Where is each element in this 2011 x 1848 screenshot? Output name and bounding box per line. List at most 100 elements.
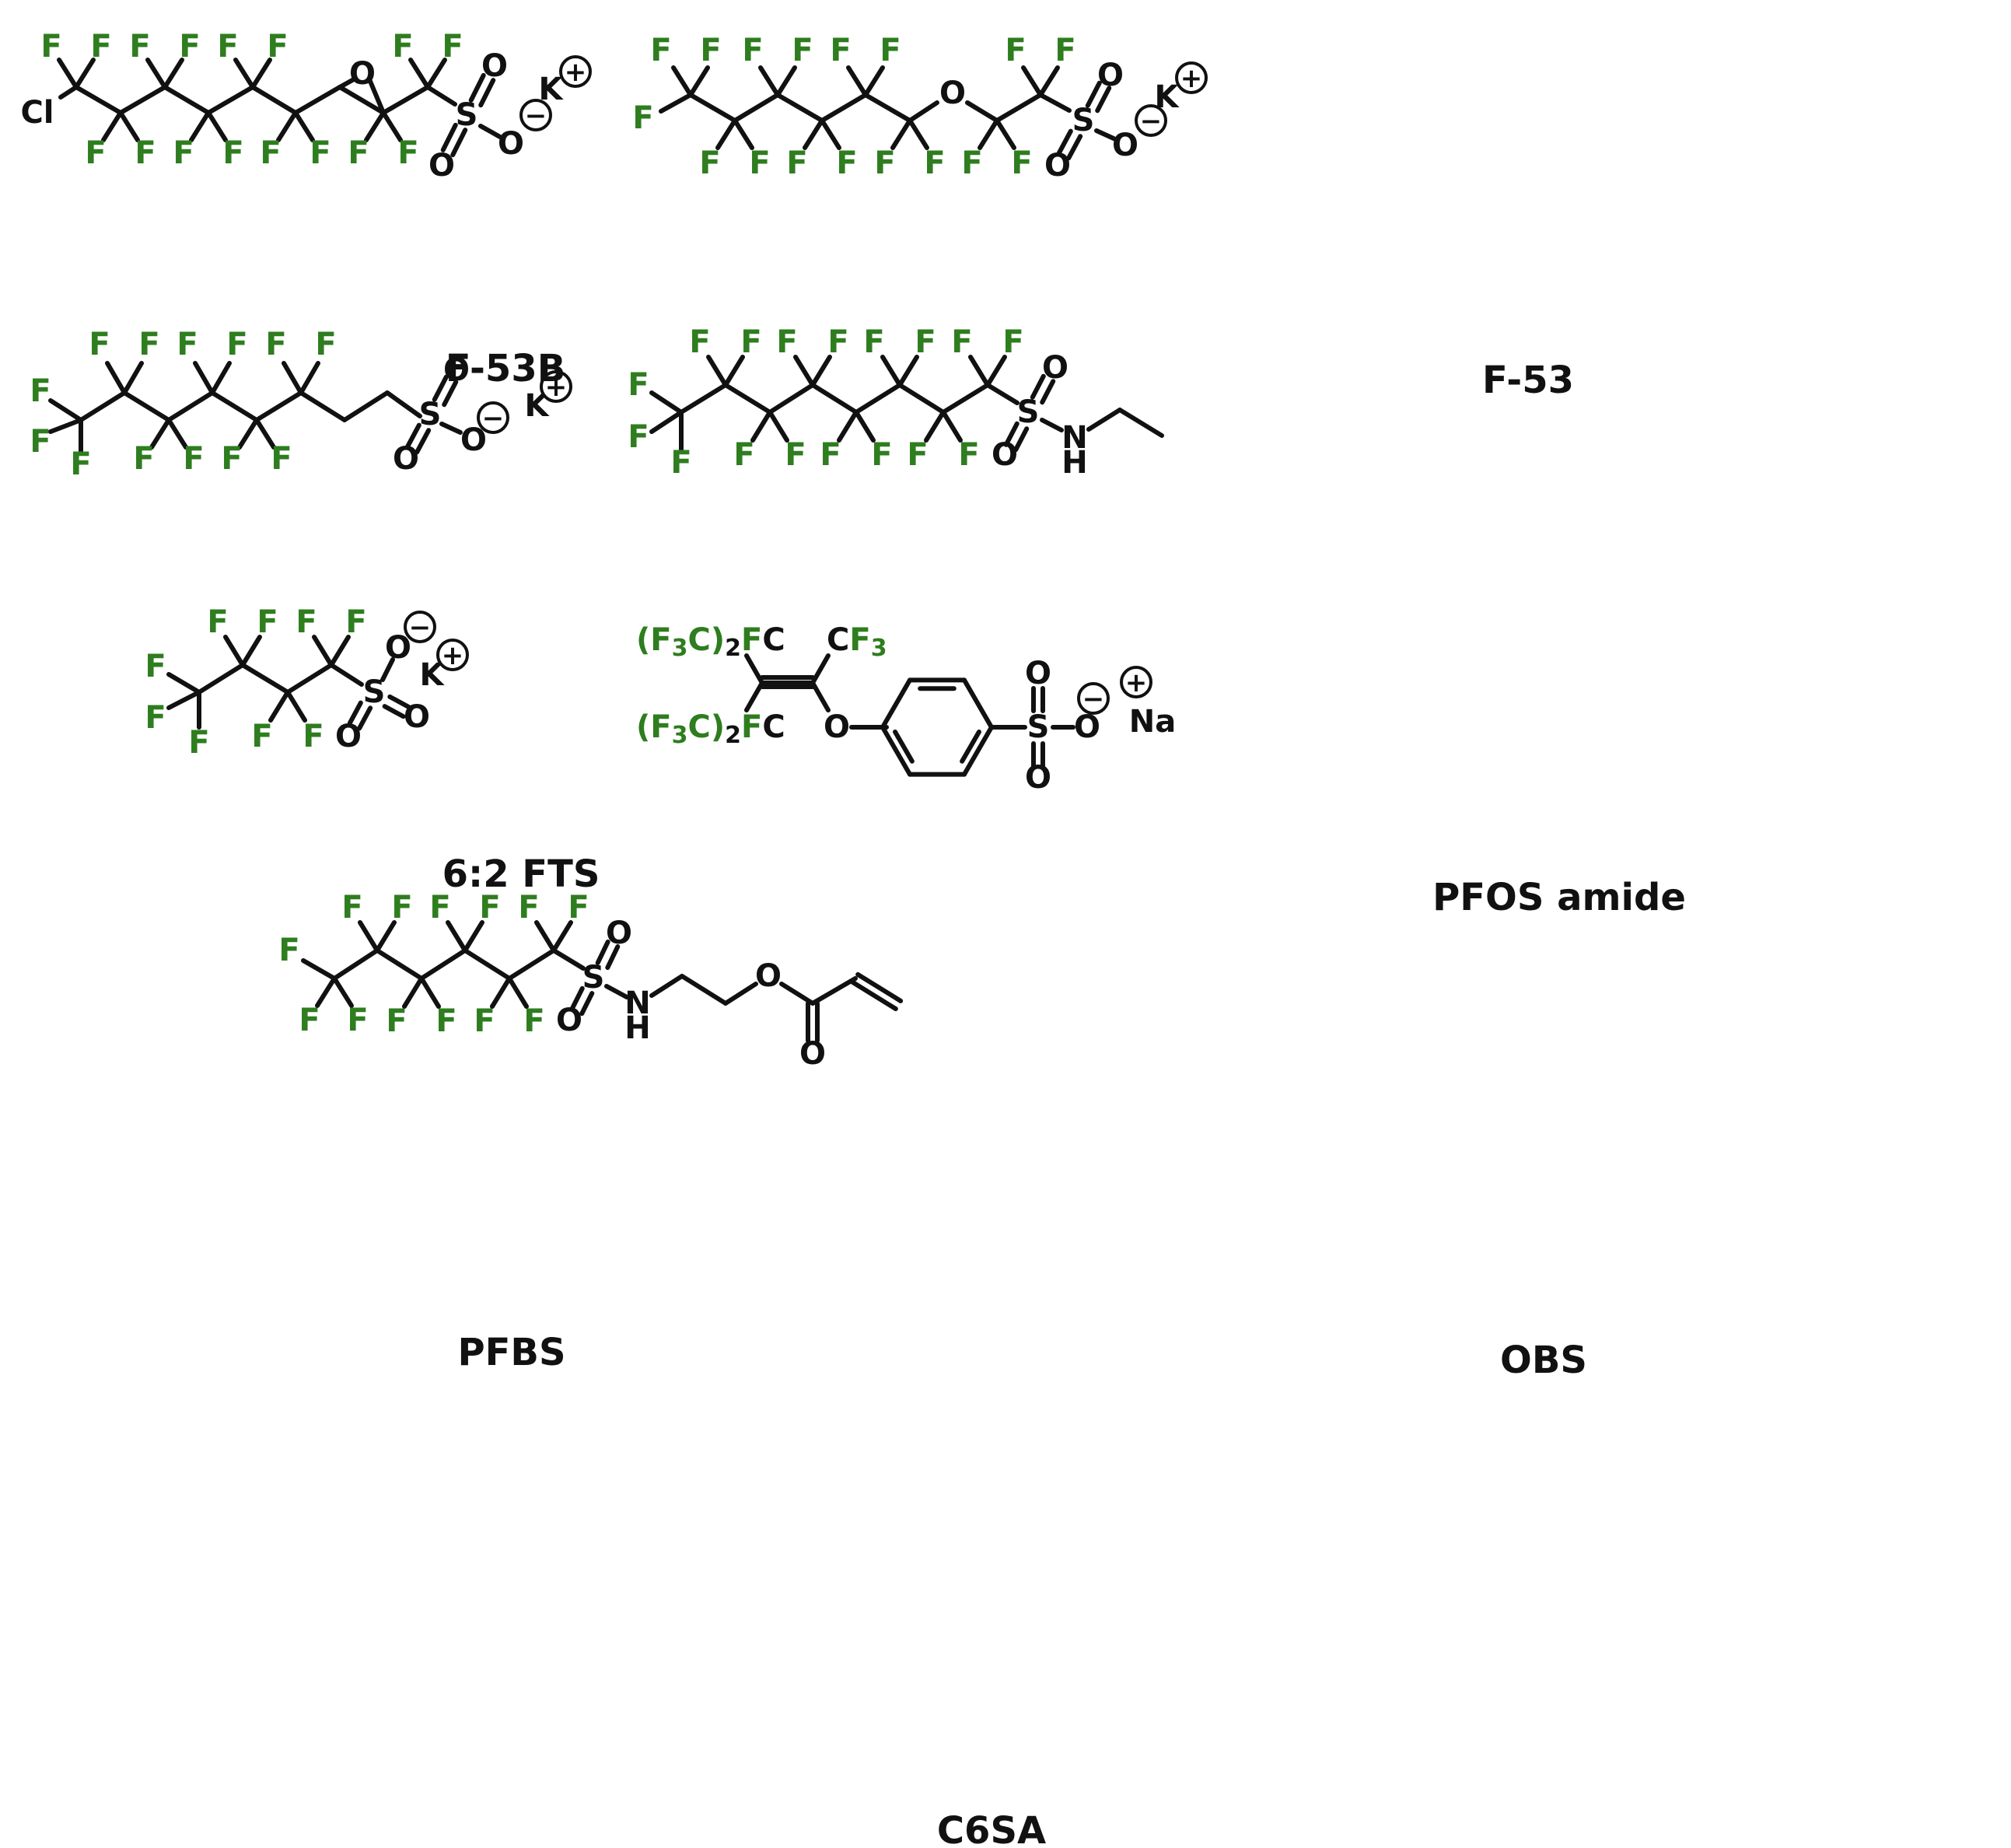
bond-line <box>254 418 276 450</box>
bond-line <box>810 681 831 712</box>
fluorine-atom-label: F <box>145 700 166 736</box>
positive-charge-ring <box>436 639 469 671</box>
fluorine-atom-label: F <box>924 145 945 181</box>
fluorine-atom-label: F <box>85 135 106 171</box>
bond-line <box>775 93 824 123</box>
fluorine-atom-label: F <box>830 33 851 68</box>
bond-line <box>880 355 902 387</box>
bond-line <box>1040 379 1056 405</box>
bond-line <box>332 948 379 981</box>
bond-line <box>237 418 259 450</box>
bond-line <box>79 390 127 422</box>
sulfur-atom-label: S <box>1027 709 1050 745</box>
fluorine-atom-label: F <box>474 1003 495 1039</box>
bond-line <box>240 635 262 667</box>
bond-line <box>1086 408 1122 432</box>
bond-line <box>468 72 486 103</box>
bond-line <box>723 982 758 1006</box>
bond-line <box>329 635 351 667</box>
bond-line <box>367 77 386 115</box>
fluorine-atom-label: F <box>226 327 247 362</box>
bond-line <box>744 653 764 685</box>
bond-line <box>233 58 255 89</box>
bond-line <box>854 410 876 443</box>
oxygen-atom-label: O <box>606 915 632 951</box>
bond-line <box>210 390 259 422</box>
fluorine-atom-label: F <box>299 1003 320 1038</box>
fluorine-atom-label: F <box>392 29 413 65</box>
caption-f53b: F-53B <box>446 347 566 390</box>
bond-line <box>810 355 832 387</box>
bond-line <box>425 85 457 107</box>
bond-line <box>387 694 411 709</box>
bond-line <box>985 383 1019 405</box>
bond-line <box>337 77 356 89</box>
fluorine-atom-label: F <box>479 890 500 926</box>
bond-line <box>74 58 96 89</box>
sulfur-atom-label: S <box>419 397 442 432</box>
bond-line <box>893 729 915 764</box>
negative-charge-sign: − <box>1082 684 1105 715</box>
bond-line <box>48 398 83 422</box>
fluorine-atom-label: F <box>310 135 331 171</box>
bond-line <box>768 383 815 415</box>
bond-line <box>507 948 556 981</box>
bond-line <box>908 100 939 123</box>
fluorine-atom-label: F <box>786 145 807 181</box>
fluorine-atom-label: F <box>907 437 928 473</box>
bond-line <box>1038 93 1072 113</box>
oxygen-atom-label: O <box>1044 148 1071 184</box>
bond-line <box>375 948 424 981</box>
bond-line <box>299 361 320 395</box>
bond-line <box>210 361 232 395</box>
bond-line <box>880 725 912 777</box>
fluorine-atom-label: F <box>442 29 463 65</box>
fluorine-atom-label: F <box>871 437 892 473</box>
bond-line <box>404 422 421 450</box>
fluorine-atom-label: F <box>267 29 288 65</box>
bond-line <box>820 93 868 123</box>
fluorine-atom-label: F <box>958 437 979 473</box>
oxygen-atom-label: O <box>481 48 508 84</box>
negative-charge-sign: − <box>409 612 432 643</box>
bond-line <box>803 118 824 150</box>
potassium-ion-label: K <box>539 72 565 107</box>
fluorine-atom-label: F <box>271 441 292 477</box>
fluorine-atom-label: F <box>1002 324 1023 360</box>
fluorine-atom-label: F <box>1011 145 1032 181</box>
fluorine-atom-label: F <box>90 29 111 65</box>
fluorine-atom-label: F <box>1005 33 1026 68</box>
bond-line <box>978 118 999 150</box>
fluorine-atom-label: F <box>863 324 884 360</box>
fluorine-atom-label: F <box>699 145 720 181</box>
bond-line <box>908 118 929 150</box>
fluorine-atom-label: F <box>628 367 649 403</box>
negative-charge-ring <box>1077 682 1110 715</box>
fluorine-atom-label: F <box>1054 33 1075 68</box>
bond-line <box>250 85 298 115</box>
fluorine-atom-label: F <box>217 29 238 65</box>
bond-line <box>312 635 334 667</box>
bond-line <box>381 85 430 115</box>
bond-line <box>440 122 458 152</box>
fluorine-atom-label: F <box>740 324 761 360</box>
fluorine-atom-label: F <box>303 719 324 754</box>
fluorine-atom-label: F <box>435 1003 456 1039</box>
bond-line <box>276 110 298 142</box>
bond-line <box>380 657 395 682</box>
fluorine-atom-label: F <box>880 33 901 68</box>
negative-charge-sign: − <box>1140 106 1163 137</box>
sulfur-atom-label: S <box>456 97 478 133</box>
negative-charge-ring <box>519 99 552 131</box>
bond-line <box>293 85 342 115</box>
fluorine-atom-label: F <box>70 446 91 482</box>
fluorine-atom-label: F <box>30 373 51 409</box>
bond-line <box>960 729 981 764</box>
bond-line <box>357 705 373 731</box>
bond-line <box>74 85 123 115</box>
bond-line <box>604 984 629 999</box>
bond-line <box>551 920 573 953</box>
